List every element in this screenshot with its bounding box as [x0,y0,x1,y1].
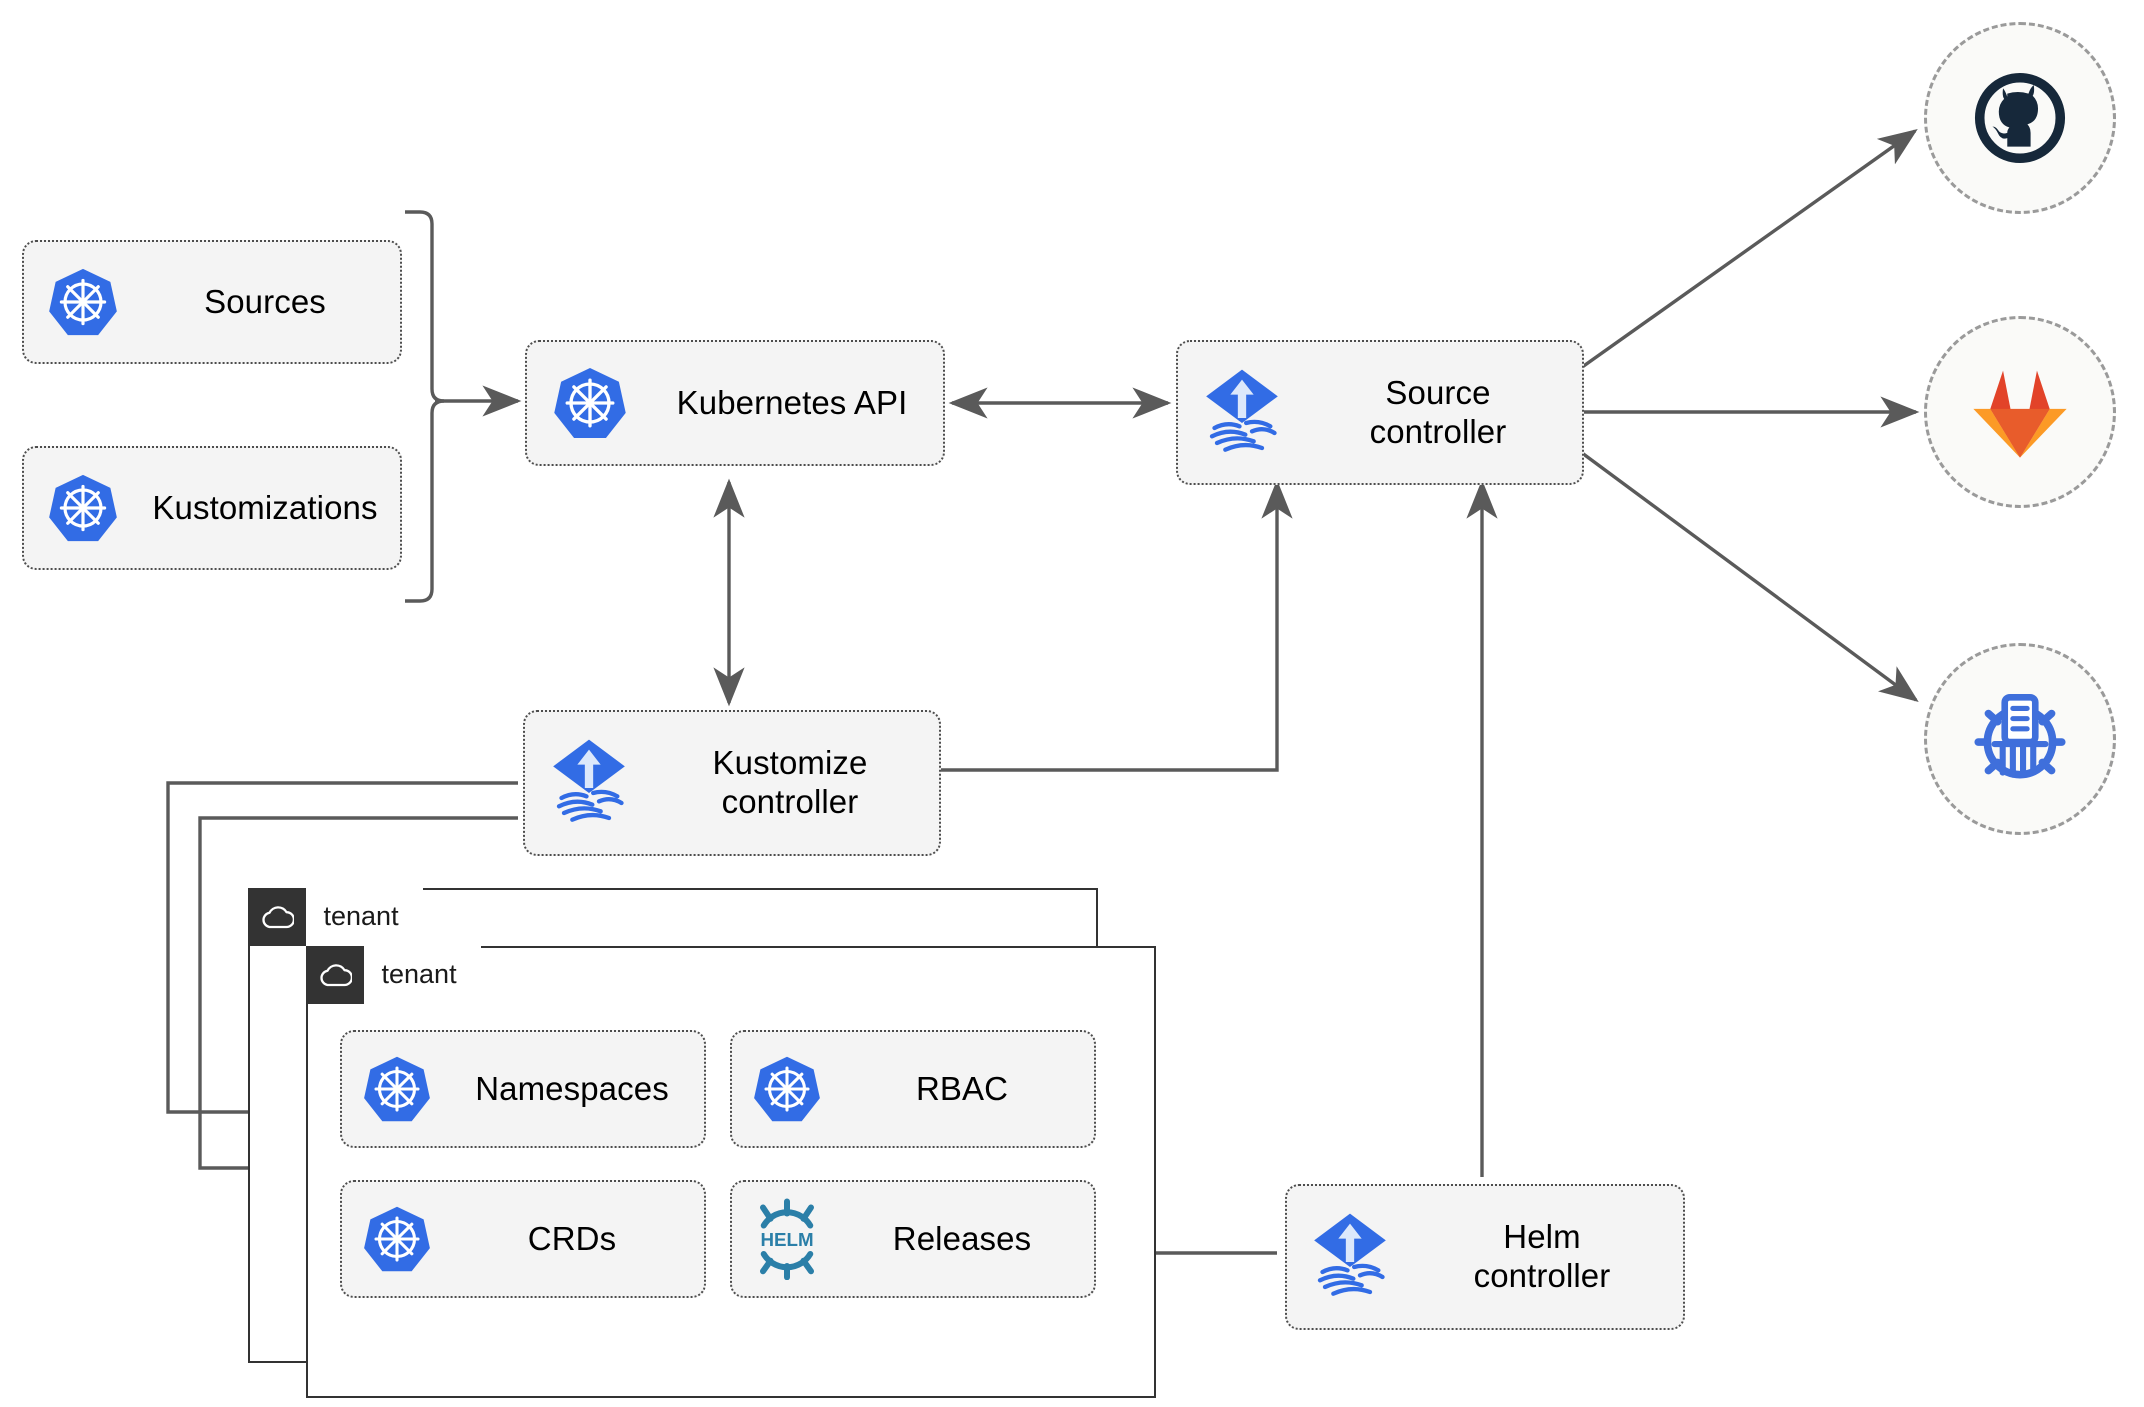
node-label: Kustomizations [152,488,378,526]
flux-icon [1287,1212,1413,1302]
github-icon [1974,72,2066,164]
tenant-label-front: tenant [363,945,481,1004]
kubernetes-icon [732,1054,842,1124]
node-source-controller[interactable]: Source controller [1176,340,1584,485]
tenant-label-back: tenant [305,887,423,946]
node-label: Source controller [1369,373,1507,450]
flux-icon [1178,368,1306,458]
node-label: RBAC [915,1069,1009,1107]
tenant-tab-back: tenant [247,887,423,946]
cloud-icon [247,887,306,946]
kubernetes-icon [342,1054,452,1124]
node-kubernetes-api[interactable]: Kubernetes API [525,340,945,466]
cloud-icon [305,945,364,1004]
node-label: Sources [204,282,326,320]
node-label: Namespaces [475,1069,669,1107]
svg-text:HELM: HELM [760,1229,813,1250]
node-label: Releases [892,1219,1032,1257]
kubernetes-icon [527,365,653,441]
node-namespaces[interactable]: Namespaces [340,1030,706,1148]
node-helm-controller[interactable]: Helm controller [1285,1184,1685,1330]
node-sources[interactable]: Sources [22,240,402,364]
node-label: CRDs [527,1219,617,1257]
node-label: Kubernetes API [676,383,908,421]
kubernetes-icon [24,472,142,544]
node-crds[interactable]: CRDs [340,1180,706,1298]
kubernetes-icon [342,1204,452,1274]
flux-icon [525,738,653,828]
node-label: Kustomize controller [712,744,868,820]
node-label: Helm controller [1473,1218,1611,1294]
node-kustomize-controller[interactable]: Kustomize controller [523,710,941,856]
node-kustomizations[interactable]: Kustomizations [22,446,402,570]
node-releases[interactable]: HELM Releases [730,1180,1096,1298]
endpoint-github[interactable] [1924,22,2116,214]
tenant-container-front: tenant [305,945,1156,1398]
helm-icon: HELM [732,1198,842,1280]
helm-registry-icon [1974,693,2066,779]
endpoint-gitlab[interactable] [1924,316,2116,508]
tenant-tab-front: tenant [305,945,481,1004]
kubernetes-icon [24,266,142,338]
gitlab-icon [1973,370,2067,458]
node-rbac[interactable]: RBAC [730,1030,1096,1148]
endpoint-registry[interactable] [1924,643,2116,835]
